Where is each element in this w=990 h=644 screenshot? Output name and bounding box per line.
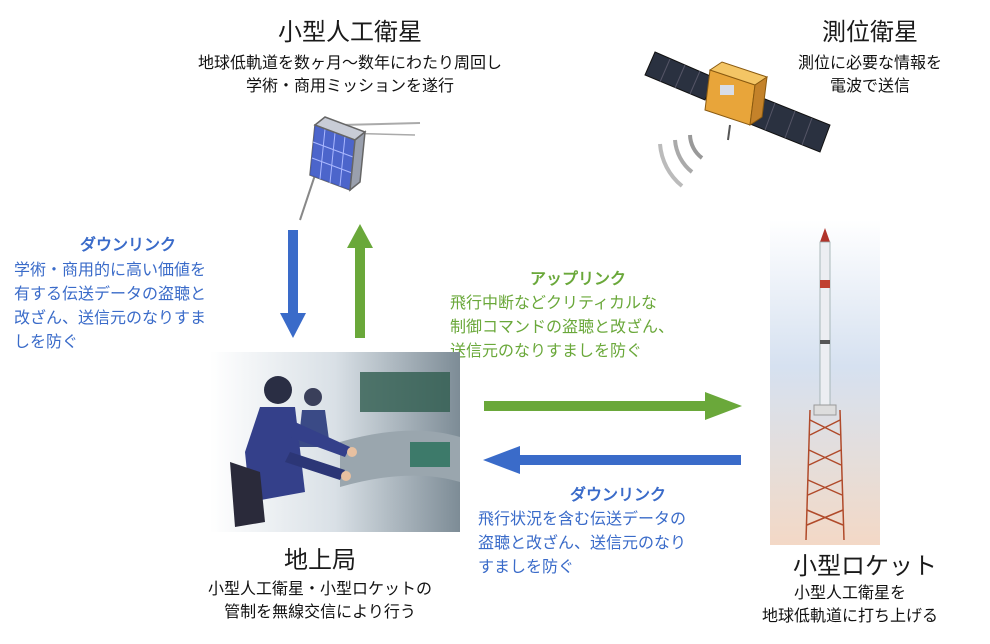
gps-satellite-desc-2: 電波で送信 — [829, 76, 910, 95]
downlink-satellite-label: ダウンリンク — [80, 235, 177, 254]
small-satellite-desc-2: 学術・商用ミッションを遂行 — [245, 76, 454, 95]
ground-station-title: 地上局 — [284, 546, 356, 574]
ground-station-icon — [210, 352, 460, 532]
gps-satellite-icon — [644, 51, 831, 188]
rocket-desc-1: 小型人工衛星を — [793, 583, 906, 602]
uplink-rocket-line-2: 制御コマンドの盗聴と改ざん、 — [450, 317, 675, 336]
uplink-rocket-label: アップリンク — [530, 269, 627, 288]
small-satellite-icon — [299, 116, 421, 221]
downlink-rocket-line-2: 盗聴と改ざん、送信元のなり — [478, 533, 687, 552]
gps-satellite-desc-1: 測位に必要な情報を — [797, 53, 942, 72]
rocket-title: 小型ロケット — [793, 552, 937, 580]
uplink-arrow-satellite — [347, 224, 373, 338]
downlink-satellite-line-4: しを防ぐ — [14, 332, 79, 351]
uplink-arrow-rocket — [484, 392, 742, 420]
downlink-rocket-line-3: すましを防ぐ — [478, 557, 575, 576]
ground-station-desc-2: 管制を無線交信により行う — [224, 602, 416, 621]
downlink-arrow-rocket — [483, 446, 741, 474]
downlink-satellite-line-2: 有する伝送データの盗聴と — [14, 284, 207, 303]
downlink-rocket-line-1: 飛行状況を含む伝送データの — [478, 509, 687, 528]
downlink-arrow-satellite — [280, 230, 306, 338]
downlink-satellite-line-3: 改ざん、送信元のなりすま — [14, 308, 207, 327]
downlink-rocket-label: ダウンリンク — [570, 485, 667, 504]
small-satellite-desc-1: 地球低軌道を数ヶ月〜数年にわたり周回し — [197, 53, 502, 72]
uplink-rocket-line-1: 飛行中断などクリティカルな — [450, 293, 658, 312]
rocket-desc-2: 地球低軌道に打ち上げる — [761, 606, 938, 625]
rocket-icon — [770, 220, 880, 545]
downlink-satellite-line-1: 学術・商用的に高い価値を — [14, 260, 207, 279]
ground-station-desc-1: 小型人工衛星・小型ロケットの — [207, 579, 432, 598]
gps-satellite-title: 測位衛星 — [822, 18, 918, 46]
uplink-rocket-line-3: 送信元のなりすましを防ぐ — [450, 341, 643, 360]
small-satellite-title: 小型人工衛星 — [278, 18, 422, 46]
